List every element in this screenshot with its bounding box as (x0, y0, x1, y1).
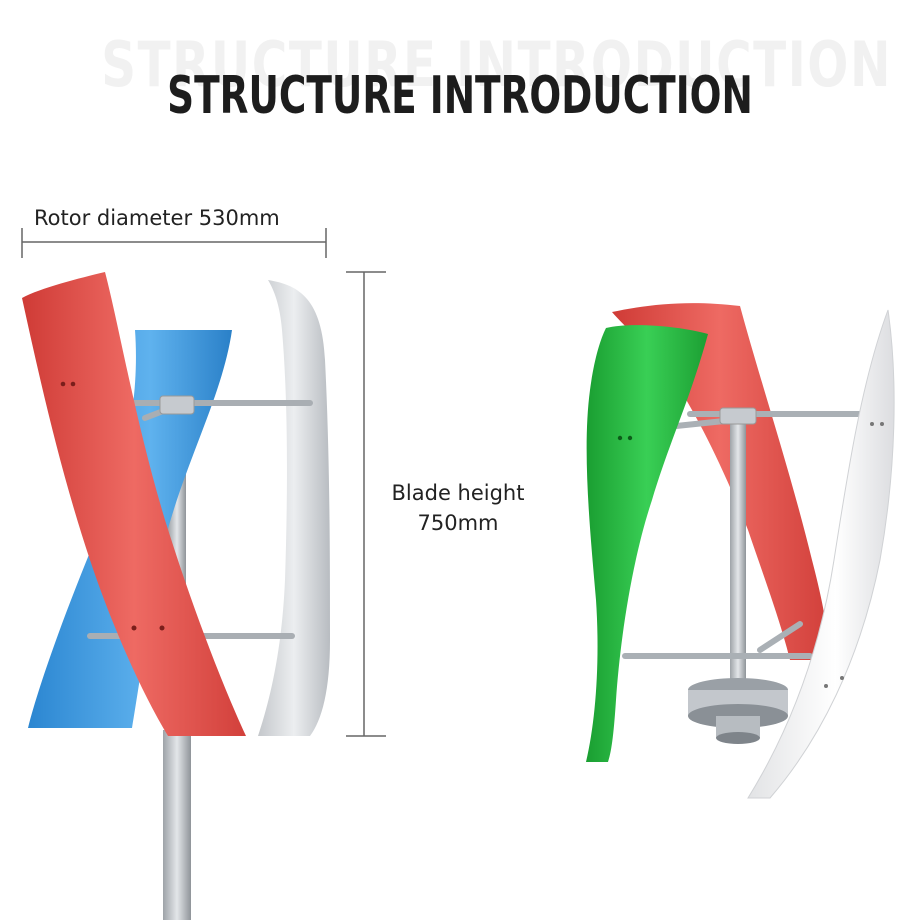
left-turbine (22, 272, 330, 920)
right-generator (688, 678, 788, 744)
right-green-blade (586, 325, 708, 762)
page-title: STRUCTURE INTRODUCTION (167, 66, 753, 126)
blade-height-label: Blade height 750mm (378, 478, 538, 538)
blade-height-label-line2: 750mm (417, 511, 499, 535)
rotor-diameter-dimension-line (21, 228, 327, 258)
left-turbine-pole (163, 730, 191, 920)
blade-height-label-line1: Blade height (391, 481, 525, 505)
left-gray-blade (258, 280, 330, 736)
left-red-blade-holes (60, 381, 165, 631)
ghost-title: STRUCTURE INTRODUCTION (101, 28, 892, 101)
right-white-blade-holes (824, 422, 884, 688)
right-white-blade (747, 309, 895, 799)
rotor-diameter-label: Rotor diameter 530mm (34, 206, 280, 230)
right-red-blade (612, 303, 828, 660)
blade-height-dimension-line (346, 271, 386, 737)
right-hub-top (719, 407, 757, 425)
left-hub-top (159, 395, 195, 415)
left-red-blade (22, 272, 246, 736)
right-turbine-shaft (730, 410, 746, 730)
right-green-blade-holes (617, 435, 633, 441)
right-turbine (586, 303, 895, 799)
